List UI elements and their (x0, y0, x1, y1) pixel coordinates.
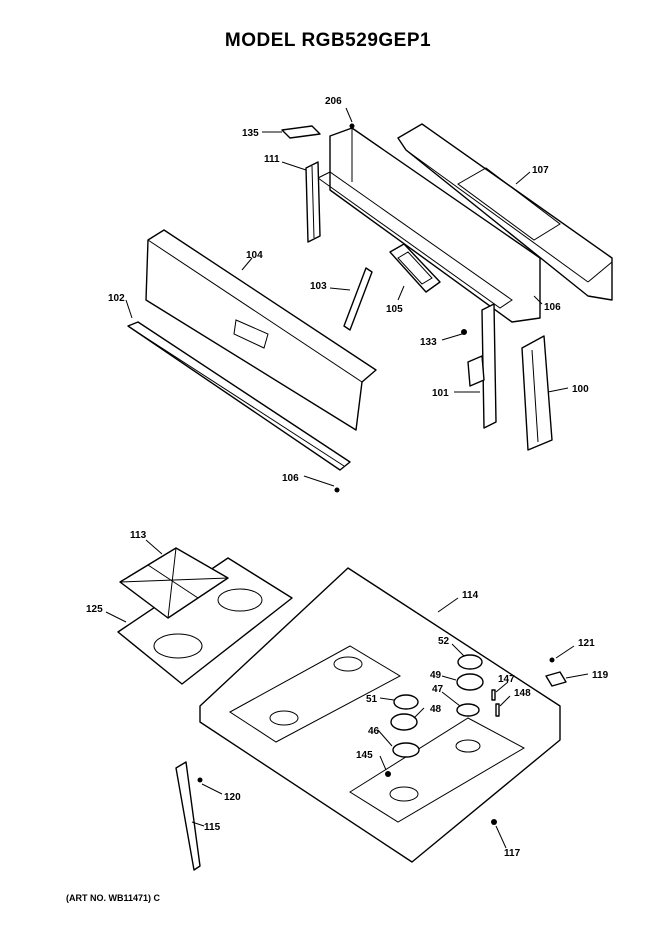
part-label-101: 101 (432, 388, 449, 399)
art-number: (ART NO. WB11471) C (66, 893, 161, 903)
clip-148 (495, 703, 500, 717)
end-bracket-101 (467, 303, 497, 429)
part-label-115: 115 (204, 822, 221, 833)
part-label-102: 102 (108, 293, 125, 304)
rod-115 (175, 761, 201, 871)
control-panel-104 (145, 229, 377, 431)
burner-cap-52 (457, 654, 483, 670)
part-label-103: 103 (310, 281, 327, 292)
part-label-100: 100 (572, 384, 589, 395)
part-label-106-upper: 106 (544, 302, 561, 313)
part-label-49: 49 (430, 670, 442, 681)
screw-133 (461, 329, 467, 335)
part-label-117: 117 (504, 848, 521, 859)
leader-lines (105, 107, 589, 849)
trim-102 (127, 321, 351, 471)
screw-106-lower (334, 487, 340, 493)
part-label-206: 206 (325, 96, 342, 107)
part-label-46: 46 (368, 726, 380, 737)
orifice-145 (385, 771, 391, 777)
part-label-105: 105 (386, 304, 403, 315)
part-label-148: 148 (514, 688, 531, 699)
burner-cap-48 (390, 713, 418, 731)
part-label-51: 51 (366, 694, 378, 705)
backguard-cover-107 (397, 123, 613, 301)
screw-120 (197, 777, 203, 783)
part-label-111: 111 (264, 154, 280, 165)
bracket-135 (281, 125, 321, 139)
part-label-113: 113 (130, 530, 147, 541)
rod-103 (343, 267, 373, 331)
grate-113 (119, 547, 229, 619)
control-105 (389, 243, 441, 293)
part-label-104: 104 (246, 250, 263, 261)
part-label-120: 120 (224, 792, 241, 803)
part-label-106-lower: 106 (282, 473, 299, 484)
part-label-119: 119 (592, 670, 609, 681)
end-cap-100 (521, 335, 553, 451)
part-label-125: 125 (86, 604, 103, 615)
part-label-48: 48 (430, 704, 442, 715)
screw-121 (549, 657, 555, 663)
part-label-121: 121 (578, 638, 595, 649)
part-label-133: 133 (420, 337, 437, 348)
part-label-135: 135 (242, 128, 259, 139)
screw-206 (349, 123, 355, 129)
screw-117 (491, 819, 497, 825)
bracket-111 (305, 161, 321, 243)
burner-head-46 (392, 742, 420, 758)
part-labels: 206 135 111 107 104 102 103 105 106 133 … (86, 96, 609, 859)
cooktop-114 (199, 567, 561, 863)
clip-147 (491, 689, 496, 701)
part-label-107: 107 (532, 165, 549, 176)
part-label-52: 52 (438, 636, 450, 647)
diagram-title: MODEL RGB529GEP1 (224, 30, 432, 51)
part-label-47: 47 (432, 684, 444, 695)
part-label-145: 145 (356, 750, 373, 761)
burner-cap-51 (393, 694, 419, 710)
clip-119 (545, 671, 567, 687)
part-label-147: 147 (498, 674, 515, 685)
burner-cap-49 (456, 673, 484, 691)
burner-head-47 (456, 703, 480, 717)
part-label-114: 114 (462, 590, 479, 601)
